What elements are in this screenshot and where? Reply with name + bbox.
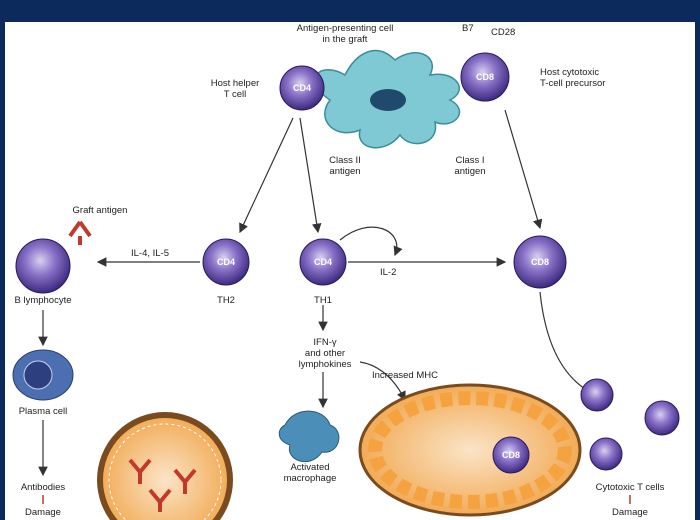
activated-macrophage-label-1: Activated: [290, 462, 329, 473]
host-helper-label-2: T cell: [224, 89, 247, 100]
svg-text:CD4: CD4: [217, 257, 235, 267]
class-i-label-1: Class I: [455, 155, 484, 166]
ifn-label-1: IFN-γ: [313, 337, 336, 348]
graft-antigen-label: Graft antigen: [73, 205, 128, 216]
antibodies-label: Antibodies: [21, 482, 66, 493]
cd8-in-graft: CD8: [492, 436, 530, 474]
host-cytotoxic-label-1: Host cytotoxic: [540, 67, 599, 78]
th1-cell: CD4: [299, 238, 347, 286]
svg-text:CD8: CD8: [502, 450, 520, 460]
graft-vessel-left: [97, 412, 233, 520]
svg-text:CD8: CD8: [476, 72, 494, 82]
ifn-label-3: lymphokines: [299, 359, 352, 370]
antigen-presenting-cell: [314, 49, 461, 149]
damage-left-label: Damage: [25, 507, 61, 518]
svg-text:CD4: CD4: [314, 257, 332, 267]
cd28-label: CD28: [491, 27, 515, 38]
activated-macrophage: [278, 410, 340, 463]
graft-tissue: [358, 383, 582, 517]
class-ii-label-2: antigen: [329, 166, 360, 177]
class-i-label-2: antigen: [454, 166, 485, 177]
apc-label-2: in the graft: [323, 34, 368, 45]
host-helper-label-1: Host helper: [211, 78, 260, 89]
il2-label: IL-2: [380, 267, 396, 278]
th2-cell: CD4: [202, 238, 250, 286]
svg-text:CD8: CD8: [531, 257, 549, 267]
th2-label: TH2: [217, 295, 235, 306]
host-cytotoxic-label-2: T-cell precursor: [540, 78, 605, 89]
plasma-cell-label: Plasma cell: [19, 406, 68, 417]
header-bar: [0, 0, 700, 22]
ifn-label-2: and other: [305, 348, 345, 359]
increased-mhc-label: Increased MHC: [372, 370, 438, 381]
host-cytotoxic-precursor: CD8: [460, 52, 510, 102]
cytotoxic-t-cells-label: Cytotoxic T cells: [596, 482, 665, 493]
b7-label: B7: [462, 23, 474, 34]
b-lymphocyte-label: B lymphocyte: [14, 295, 71, 306]
cytotoxic-t-cell-1: [580, 378, 614, 412]
b-lymphocyte: [15, 238, 71, 294]
host-helper-t-cell: CD4: [279, 65, 325, 111]
class-ii-label-1: Class II: [329, 155, 361, 166]
plasma-cell: [12, 349, 74, 401]
damage-right-label: Damage: [612, 507, 648, 518]
activated-macrophage-label-2: macrophage: [284, 473, 337, 484]
th1-label: TH1: [314, 295, 332, 306]
apc-label-1: Antigen-presenting cell: [297, 23, 394, 34]
cd8-cell: CD8: [513, 235, 567, 289]
svg-text:CD4: CD4: [293, 83, 311, 93]
cytotoxic-t-cell-3: [589, 437, 623, 471]
il4-il5-label: IL-4, IL-5: [131, 248, 169, 259]
cytotoxic-t-cell-2: [644, 400, 680, 436]
